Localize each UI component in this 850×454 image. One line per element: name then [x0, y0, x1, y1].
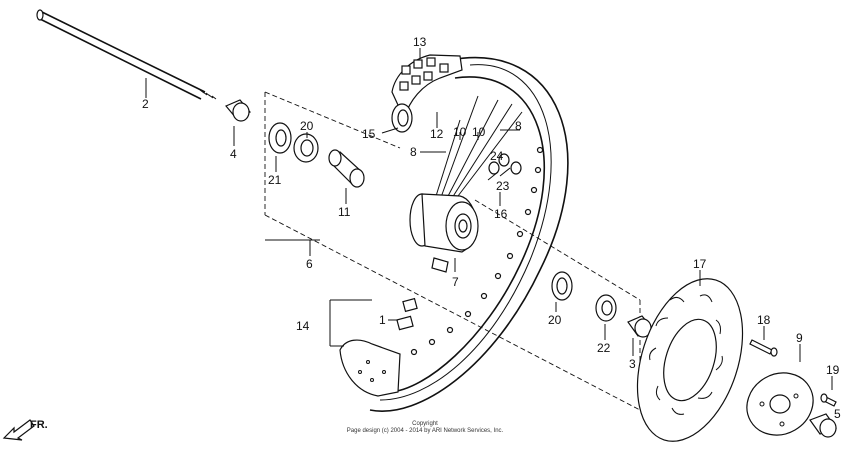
copyright-text: Page design (c) 2004 - 2014 by ARI Netwo…: [347, 428, 504, 434]
disc-bolts[interactable]: [487, 153, 522, 181]
brake-disc[interactable]: [618, 265, 761, 454]
bearing-right[interactable]: [551, 271, 573, 301]
valve-nut[interactable]: [396, 297, 418, 331]
rim-band[interactable]: [329, 299, 372, 347]
callout-24: 24: [490, 149, 504, 163]
inner-tube[interactable]: [391, 103, 413, 133]
callout-13: 13: [413, 35, 427, 49]
spokes[interactable]: [435, 95, 523, 201]
axle-collar[interactable]: [809, 413, 837, 438]
callout-12: 12: [430, 127, 444, 141]
copyright-title: Copyright: [412, 421, 438, 427]
callout-8b: 8: [410, 145, 417, 159]
callout-19: 19: [826, 363, 840, 377]
callout-15: 15: [362, 127, 376, 141]
callout-6: 6: [306, 257, 313, 271]
callout-10b: 10: [472, 125, 486, 139]
callout-4: 4: [230, 147, 237, 161]
dust-seal-right[interactable]: [595, 294, 617, 322]
callout-20a: 20: [300, 119, 314, 133]
axle[interactable]: [36, 9, 217, 100]
tire[interactable]: [339, 54, 463, 397]
wheel-hub[interactable]: [409, 193, 479, 273]
callout-16: 16: [494, 207, 508, 221]
callout-20b: 20: [548, 313, 562, 327]
callout-8a: 8: [515, 119, 522, 133]
disc-cover[interactable]: [736, 361, 825, 447]
front-arrow-icon: [2, 419, 35, 441]
front-direction-indicator: FR.: [2, 419, 48, 441]
rim-spoke-holes: [410, 146, 544, 356]
distance-collar[interactable]: [328, 149, 365, 188]
bearing-left[interactable]: [293, 133, 319, 163]
dust-seal[interactable]: [268, 122, 292, 154]
callout-5: 5: [834, 407, 841, 421]
callout-2: 2: [142, 97, 149, 111]
callout-10a: 10: [453, 125, 467, 139]
callout-7: 7: [452, 275, 459, 289]
callout-21: 21: [268, 173, 282, 187]
callout-17: 17: [693, 257, 707, 271]
wheel-rim[interactable]: [369, 56, 569, 412]
front-label: FR.: [30, 419, 48, 431]
copyright-notice: Copyright Page design (c) 2004 - 2014 by…: [347, 421, 504, 434]
callout-11: 11: [338, 205, 351, 219]
callout-9: 9: [796, 331, 803, 345]
assembly-outline: [264, 91, 641, 411]
callout-18: 18: [757, 313, 771, 327]
callout-22: 22: [597, 341, 611, 355]
screw[interactable]: [820, 393, 837, 407]
callout-1: 1: [379, 313, 386, 327]
callout-3: 3: [629, 357, 636, 371]
callout-14: 14: [296, 319, 310, 333]
callout-labels: 2 4 21 20 11 6 13 15 12 10 10 8 8 24 23 …: [142, 35, 841, 421]
callout-23: 23: [496, 179, 510, 193]
disc-bolt[interactable]: [749, 339, 778, 357]
collar[interactable]: [225, 99, 251, 122]
side-collar[interactable]: [627, 315, 653, 338]
